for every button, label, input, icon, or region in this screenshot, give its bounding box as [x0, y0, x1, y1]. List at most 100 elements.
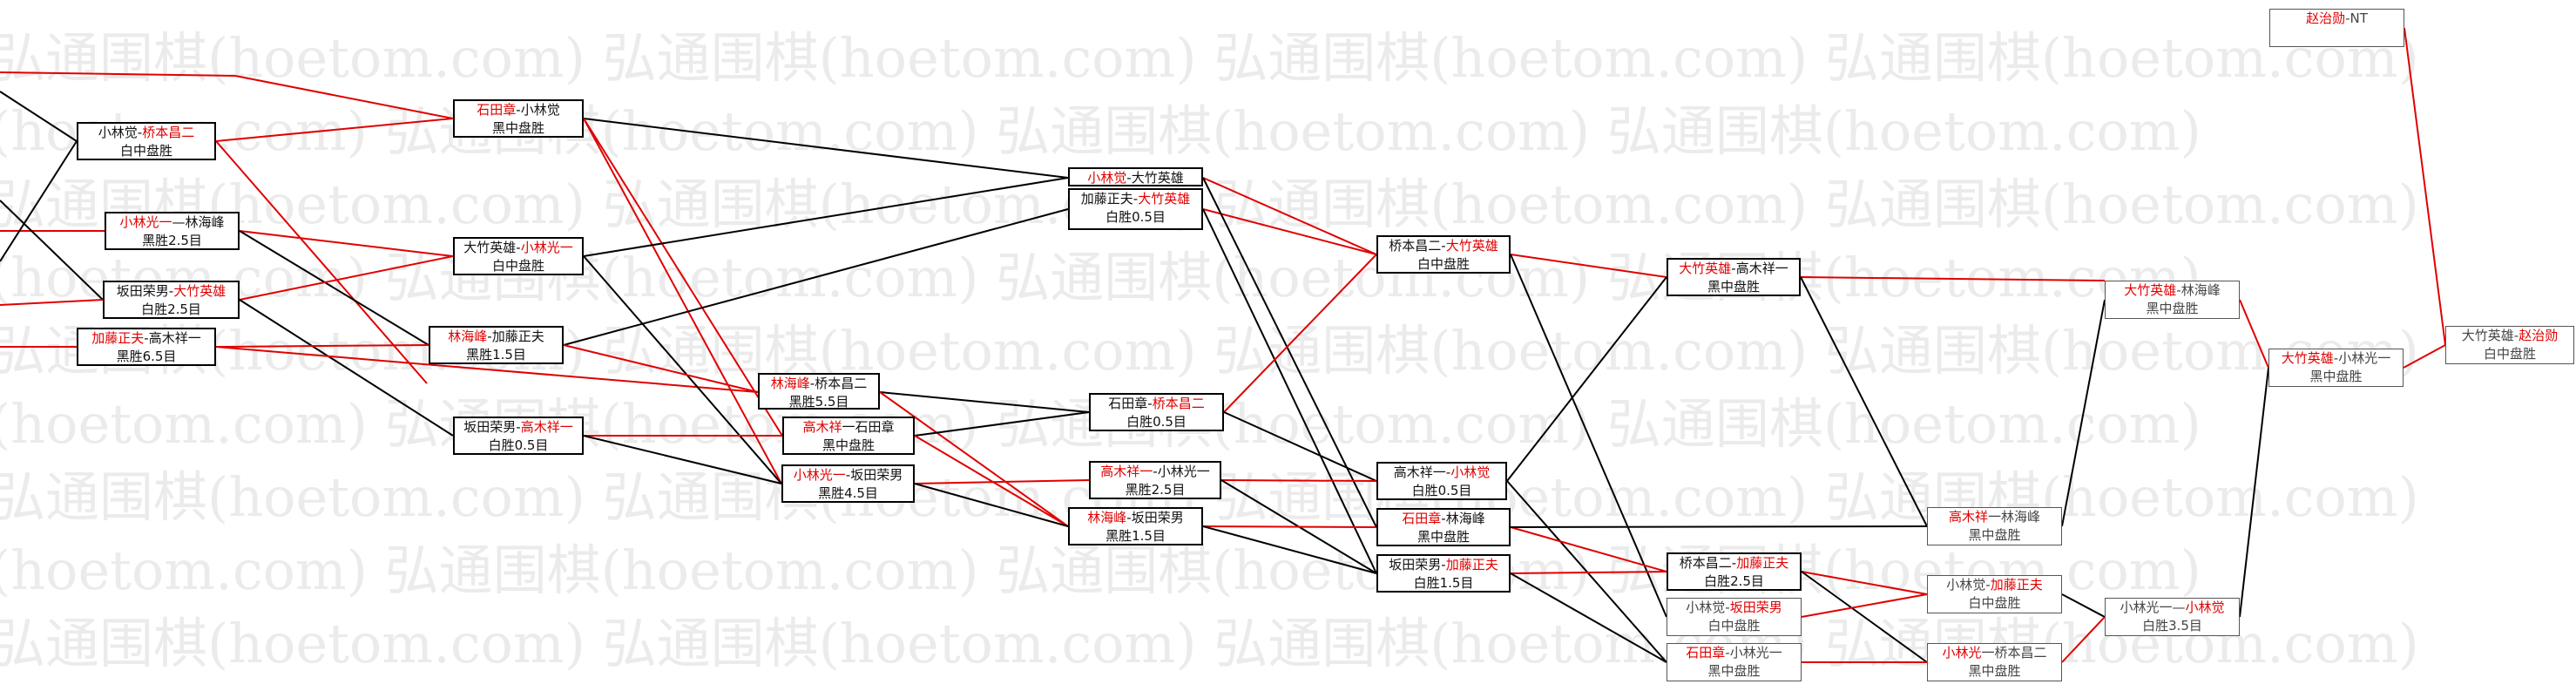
match-result: 黑中盘胜	[2146, 301, 2199, 316]
player-separator: 一	[842, 419, 855, 435]
connector-line	[1800, 276, 1928, 527]
match-node[interactable]: 大竹英雄-小林光一白中盘胜	[453, 237, 584, 275]
match-node[interactable]: 大竹英雄-林海峰黑中盘胜	[2105, 281, 2240, 319]
connector-line	[215, 344, 429, 348]
connector-line	[563, 208, 1069, 346]
player-separator: -	[1132, 191, 1139, 207]
match-node[interactable]: 石田章-小林觉黑中盘胜	[453, 99, 584, 138]
match-node[interactable]: 高木祥一-小林觉白胜0.5目	[1376, 462, 1507, 500]
match-players: 林海峰-加藤正夫	[430, 328, 562, 346]
match-players: 坂田荣男-高木祥一	[455, 418, 582, 437]
match-node[interactable]: 石田章-桥本昌二白胜0.5目	[1089, 393, 1224, 431]
match-node[interactable]: 小林觉-坂田荣男白中盘胜	[1667, 598, 1802, 636]
connector-line	[1223, 411, 1377, 482]
player-separator: -	[1731, 555, 1737, 571]
match-node[interactable]: 加藤正夫-大竹英雄白胜0.5目	[1068, 188, 1203, 230]
match-node[interactable]: 小林光一桥本昌二黑中盘胜	[1927, 643, 2062, 681]
match-node[interactable]: 高木祥一林海峰黑中盘胜	[1927, 507, 2062, 545]
match-result: 白胜3.5目	[2142, 618, 2202, 633]
player-two-name: 小林光一	[1729, 645, 1782, 661]
player-separator: -	[1441, 511, 1446, 526]
match-players: 小林觉-坂田荣男	[1667, 599, 1801, 617]
player-one-name: 小林光一	[793, 467, 846, 483]
match-node[interactable]: 小林光一—小林觉白胜3.5目	[2105, 598, 2240, 636]
match-result: 白胜0.5目	[1126, 414, 1187, 430]
match-node[interactable]: 林海峰-加藤正夫黑胜1.5目	[429, 326, 564, 364]
player-one-name: 坂田荣男	[463, 419, 517, 435]
player-one-name: 石田章	[1402, 511, 1442, 526]
player-two-name: 小林光一	[1157, 464, 1210, 479]
connector-line	[1223, 254, 1377, 413]
player-one-name: 林海峰	[770, 376, 810, 391]
match-result: 黑中盘胜	[2309, 369, 2363, 384]
player-two-name: 桥本昌二	[1152, 396, 1205, 411]
match-node[interactable]: 桥本昌二-加藤正夫白胜2.5目	[1667, 552, 1802, 591]
connector-line	[2239, 299, 2269, 369]
player-one-name: 大竹英雄	[2124, 282, 2177, 298]
match-players: 大竹英雄-小林光一	[2269, 349, 2403, 368]
connector-line	[215, 118, 454, 142]
player-separator: -	[2333, 350, 2339, 366]
match-node[interactable]: 坂田荣男-大竹英雄白胜2.5目	[103, 281, 240, 319]
player-separator: -	[516, 240, 521, 255]
match-result: 白中盘胜	[119, 143, 172, 159]
connector-line	[215, 140, 428, 384]
player-two-name: 石田章	[855, 419, 895, 435]
match-players: 桥本昌二-大竹英雄	[1378, 237, 1509, 255]
match-node[interactable]: 大竹英雄-高木祥一黑中盘胜	[1667, 258, 1801, 296]
connector-line	[2061, 593, 2106, 618]
match-node[interactable]: 高木祥一-小林光一黑胜2.5目	[1089, 461, 1221, 499]
connector-line	[1510, 526, 1667, 572]
match-node[interactable]: 石田章-小林光一黑中盘胜	[1667, 643, 1802, 681]
player-two-name: 林海峰	[2180, 282, 2221, 298]
match-node[interactable]: 高木祥一石田章黑中盘胜	[782, 417, 915, 455]
match-node[interactable]: 石田章-林海峰黑中盘胜	[1376, 508, 1511, 546]
match-result: 白中盘胜	[2483, 346, 2536, 362]
match-node[interactable]: 赵治勋-NT	[2269, 9, 2404, 47]
connector-line	[914, 435, 1069, 527]
match-result: 白胜2.5目	[141, 301, 201, 317]
player-one-name: 小林光	[1942, 645, 1982, 661]
match-node[interactable]: 小林光一—林海峰黑胜2.5目	[105, 212, 240, 250]
connector-line	[2061, 299, 2106, 527]
player-one-name: 大竹英雄	[2281, 350, 2334, 366]
match-node[interactable]: 大竹英雄-赵治勋白中盘胜	[2445, 326, 2574, 364]
match-node[interactable]: 林海峰-桥本昌二黑胜5.5目	[758, 373, 880, 410]
connector-line	[583, 118, 783, 437]
match-node[interactable]: 坂田荣男-加藤正夫白胜1.5目	[1376, 554, 1511, 593]
player-two-name: 大竹英雄	[1131, 170, 1184, 186]
match-result: 黑中盘胜	[1416, 529, 1470, 545]
match-node[interactable]: 加藤正夫-高木祥一黑胜6.5目	[77, 328, 216, 366]
match-node[interactable]: 大竹英雄-小林光一黑中盘胜	[2268, 349, 2404, 387]
connector-line	[1801, 571, 1928, 663]
match-node[interactable]: 桥本昌二-大竹英雄白中盘胜	[1376, 235, 1511, 274]
match-players: 大竹英雄-高木祥一	[1668, 260, 1799, 278]
match-players: 石田章-小林光一	[1667, 644, 1801, 662]
match-players: 加藤正夫-高木祥一	[78, 329, 214, 348]
connector-line	[1202, 525, 1377, 574]
connector-line	[583, 255, 782, 484]
player-separator: -	[1126, 170, 1132, 186]
connector-line	[239, 230, 454, 257]
match-node[interactable]: 小林光一-坂田荣男黑胜4.5目	[781, 464, 915, 503]
match-players: 坂田荣男-大竹英雄	[105, 282, 238, 301]
match-node[interactable]: 林海峰-坂田荣男黑胜1.5目	[1068, 507, 1203, 545]
match-players: 坂田荣男-加藤正夫	[1378, 556, 1509, 574]
match-result: 白胜0.5目	[488, 437, 549, 453]
connector-line	[2403, 344, 2446, 369]
match-players: 小林觉-大竹英雄	[1070, 169, 1201, 186]
connector-line	[234, 75, 454, 119]
player-two-name: 加藤正夫	[1990, 577, 2043, 593]
match-players: 高木祥一石田章	[784, 418, 913, 437]
connector-line	[1202, 208, 1377, 255]
player-one-name: 坂田荣男	[116, 283, 169, 299]
match-node[interactable]: 小林觉-大竹英雄	[1068, 167, 1203, 186]
player-separator: -	[1153, 464, 1158, 479]
player-separator: -	[845, 467, 851, 483]
match-node[interactable]: 小林觉-桥本昌二白中盘胜	[77, 122, 216, 160]
match-node[interactable]: 小林觉-加藤正夫白中盘胜	[1927, 575, 2062, 613]
connector-line	[1801, 593, 1928, 618]
match-node[interactable]: 坂田荣男-高木祥一白胜0.5目	[453, 417, 584, 455]
player-two-name: 赵治勋	[2519, 328, 2559, 343]
match-result: 黑中盘胜	[821, 437, 875, 453]
